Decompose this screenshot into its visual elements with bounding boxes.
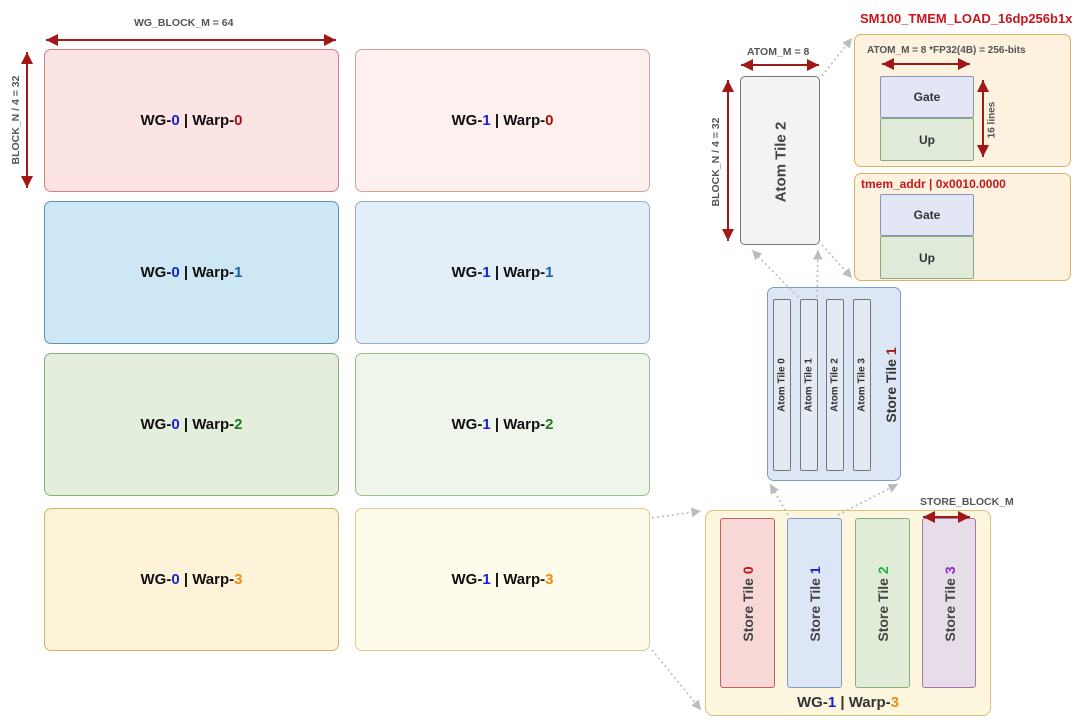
warp3-to-group-arrow-a bbox=[651, 507, 702, 519]
wg1-warp1-cell: WG-1 | Warp-1 bbox=[355, 201, 650, 344]
wg-prefix: WG- bbox=[140, 264, 172, 281]
wg-number: 0 bbox=[171, 112, 180, 129]
tmem-gate-block: Gate bbox=[880, 76, 974, 118]
wg0-warp3-cell: WG-0 | Warp-3 bbox=[44, 508, 339, 651]
addr-gate-block: Gate bbox=[880, 194, 974, 236]
wg-number: 1 bbox=[827, 694, 837, 711]
warp-number: 3 bbox=[890, 694, 899, 711]
warp-number: 3 bbox=[545, 571, 554, 588]
store-tile-name: Store Tile bbox=[740, 574, 756, 642]
atom-tile-0-label: Atom Tile 0 bbox=[776, 358, 788, 412]
atom-tile-2-box: Atom Tile 2 bbox=[740, 76, 820, 245]
warp-prefix: | Warp- bbox=[490, 571, 546, 588]
store-tile-3-label: Store Tile 3 bbox=[942, 566, 958, 641]
store-tile-num: 2 bbox=[875, 566, 891, 575]
store-block-m-label: STORE_BLOCK_M bbox=[920, 496, 1014, 508]
store-tile-1-label: Store Tile 1 bbox=[883, 347, 899, 422]
store-tile-2-label: Store Tile 2 bbox=[875, 566, 891, 641]
warp-prefix: | Warp- bbox=[490, 416, 546, 433]
store-tile-num: 3 bbox=[942, 566, 958, 575]
tmem-subtitle: ATOM_M = 8 *FP32(4B) = 256-bits bbox=[867, 45, 1026, 56]
store-tile-0-label: Store Tile 0 bbox=[740, 566, 756, 641]
store-tile-name: Store Tile bbox=[883, 355, 899, 423]
warp-number: 0 bbox=[234, 112, 243, 129]
warp-prefix: | Warp- bbox=[179, 571, 235, 588]
wg-prefix: WG- bbox=[451, 416, 483, 433]
warp-number: 1 bbox=[545, 264, 554, 281]
warp-number: 2 bbox=[545, 416, 554, 433]
store-tile-name: Store Tile bbox=[807, 574, 823, 642]
atom-tile-3-label: Atom Tile 3 bbox=[856, 358, 868, 412]
store-tile-num: 1 bbox=[883, 347, 899, 356]
wg-prefix: WG- bbox=[140, 571, 172, 588]
store-tile-name: Store Tile bbox=[942, 574, 958, 642]
sixteen-lines-label: 16 lines bbox=[986, 101, 998, 139]
warp-number: 3 bbox=[234, 571, 243, 588]
wg-number: 0 bbox=[171, 264, 180, 281]
atom-to-tmem-arrow bbox=[821, 37, 853, 77]
store-tile-0: Store Tile 0 bbox=[720, 518, 775, 688]
wg-prefix: WG- bbox=[797, 694, 828, 711]
wg-prefix: WG- bbox=[451, 264, 483, 281]
atom-tile-1-label: Atom Tile 1 bbox=[803, 358, 815, 412]
warp-prefix: | Warp- bbox=[490, 264, 546, 281]
tmem-up-block: Up bbox=[880, 118, 974, 161]
store-tile-1-box: Atom Tile 0 Atom Tile 1 Atom Tile 2 Atom… bbox=[767, 287, 901, 481]
atom-m-label: ATOM_M = 8 bbox=[747, 46, 810, 58]
store-tile-name: Store Tile bbox=[875, 574, 891, 642]
wg0-warp0-cell: WG-0 | Warp-0 bbox=[44, 49, 339, 192]
atom-tile-2-bar: Atom Tile 2 bbox=[826, 299, 844, 471]
warp-prefix: | Warp- bbox=[179, 112, 235, 129]
block-n-atom-label: BLOCK_N / 4 = 32 bbox=[710, 117, 722, 207]
tmem-load-panel: ATOM_M = 8 *FP32(4B) = 256-bits Gate Up … bbox=[854, 34, 1071, 167]
tmem-addr-title: tmem_addr | 0x0010.0000 bbox=[861, 177, 1006, 191]
store-tile-num: 1 bbox=[807, 566, 823, 575]
store-tile-1: Store Tile 1 bbox=[787, 518, 842, 688]
store-tile-3: Store Tile 3 bbox=[922, 518, 976, 688]
tmem-load-title: SM100_TMEM_LOAD_16dp256b1x bbox=[860, 11, 1073, 26]
wg-prefix: WG- bbox=[451, 112, 483, 129]
wg-number: 1 bbox=[482, 571, 491, 588]
store-tile-1-group-label: Store Tile 1 bbox=[807, 566, 823, 641]
wg-number: 1 bbox=[482, 112, 491, 129]
wg-block-m-label: WG_BLOCK_M = 64 bbox=[134, 17, 234, 29]
warp3-to-group-arrow-b bbox=[651, 649, 702, 711]
wg-prefix: WG- bbox=[140, 416, 172, 433]
wg-prefix: WG- bbox=[451, 571, 483, 588]
wg-number: 1 bbox=[482, 264, 491, 281]
atom-tile-2-small-label: Atom Tile 2 bbox=[829, 358, 841, 412]
block-n-left-label: BLOCK_N / 4 = 32 bbox=[10, 75, 22, 165]
store-group-footer: WG-1 | Warp-3 bbox=[706, 694, 990, 711]
atom-tile-0-bar: Atom Tile 0 bbox=[773, 299, 791, 471]
store-tile-2: Store Tile 2 bbox=[855, 518, 910, 688]
store-tile-num: 0 bbox=[740, 566, 756, 575]
warp-number: 2 bbox=[234, 416, 243, 433]
atom-tile-3-bar: Atom Tile 3 bbox=[853, 299, 871, 471]
store-group-panel: Store Tile 0 Store Tile 1 Store Tile 2 S… bbox=[705, 510, 991, 716]
tmem-addr-panel: tmem_addr | 0x0010.0000 Gate Up bbox=[854, 173, 1071, 281]
warp-number: 1 bbox=[234, 264, 243, 281]
wg0-warp1-cell: WG-0 | Warp-1 bbox=[44, 201, 339, 344]
wg-prefix: WG- bbox=[140, 112, 172, 129]
addr-up-block: Up bbox=[880, 236, 974, 279]
warp-prefix: | Warp- bbox=[179, 416, 235, 433]
warp-prefix: | Warp- bbox=[179, 264, 235, 281]
atom-to-addr-arrow bbox=[821, 244, 853, 279]
wg-number: 0 bbox=[171, 416, 180, 433]
wg-number: 0 bbox=[171, 571, 180, 588]
wg0-warp2-cell: WG-0 | Warp-2 bbox=[44, 353, 339, 496]
wg1-warp3-cell: WG-1 | Warp-3 bbox=[355, 508, 650, 651]
warp-prefix: | Warp- bbox=[836, 694, 891, 711]
atom-tile-2-label: Atom Tile 2 bbox=[772, 121, 790, 203]
wg-number: 1 bbox=[482, 416, 491, 433]
wg1-warp0-cell: WG-1 | Warp-0 bbox=[355, 49, 650, 192]
wg1-warp2-cell: WG-1 | Warp-2 bbox=[355, 353, 650, 496]
atom-tile-1-bar: Atom Tile 1 bbox=[800, 299, 818, 471]
warp-number: 0 bbox=[545, 112, 554, 129]
warp-prefix: | Warp- bbox=[490, 112, 546, 129]
